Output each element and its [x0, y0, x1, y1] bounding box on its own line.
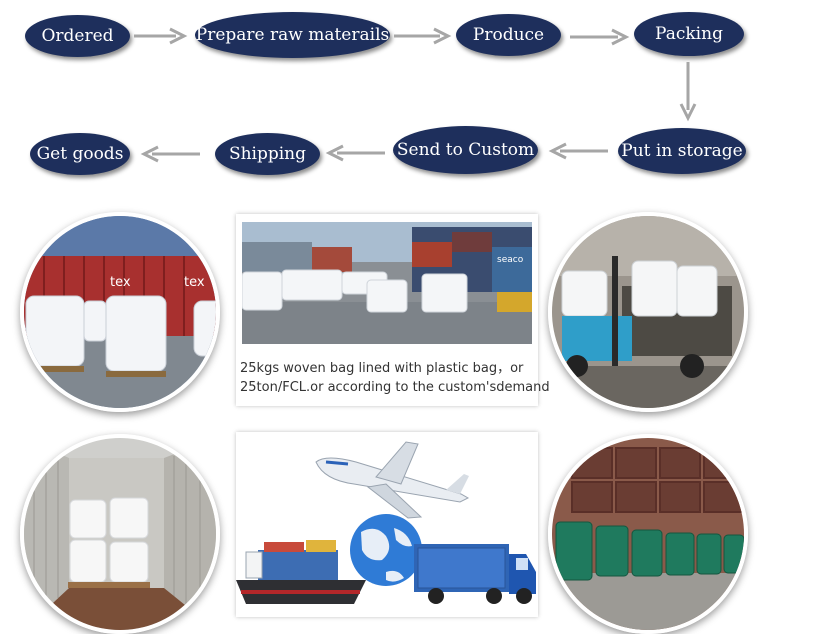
logistics-panel — [236, 432, 538, 617]
photo-bags-port-yard: seaco — [242, 222, 532, 344]
step-ordered-label: Ordered — [41, 26, 114, 46]
truck-icon — [414, 544, 536, 604]
arrow-down-icon — [679, 62, 697, 122]
step-shipping-label: Shipping — [228, 144, 307, 164]
arrow-left-icon — [548, 142, 608, 160]
step-packing: Packing — [634, 12, 744, 56]
cargo-ship-icon — [236, 540, 366, 604]
step-get-goods-label: Get goods — [36, 144, 124, 164]
arrow-right-icon — [570, 28, 630, 46]
step-ordered: Ordered — [25, 15, 130, 57]
step-packing-label: Packing — [655, 24, 723, 44]
step-produce: Produce — [456, 14, 561, 56]
packaging-caption-line2: 25ton/FCL.or according to the custom'sde… — [240, 380, 550, 395]
arrow-right-icon — [394, 27, 452, 45]
packaging-caption-line1: 25kgs woven bag lined with plastic bag，o… — [240, 361, 524, 376]
step-get-goods: Get goods — [30, 133, 130, 175]
packaging-panel: seaco 25kgs woven bag lined with plastic… — [236, 214, 550, 406]
photo-forklift-truck — [548, 212, 748, 412]
step-prepare-label: Prepare raw materails — [195, 25, 390, 45]
photo-green-drums — [548, 434, 748, 634]
arrow-right-icon — [134, 27, 188, 45]
airplane-icon — [315, 441, 470, 519]
step-put-in-storage: Put in storage — [618, 128, 746, 174]
step-prepare-raw-materials: Prepare raw materails — [195, 12, 390, 58]
container-logo-text-3: seaco — [497, 255, 524, 265]
container-logo-text-2: tex — [184, 275, 205, 290]
arrow-left-icon — [140, 145, 200, 163]
arrow-left-icon — [325, 144, 385, 162]
photo-container-interior — [20, 434, 220, 634]
logistics-illustration — [236, 441, 536, 604]
step-storage-label: Put in storage — [621, 141, 743, 161]
globe-icon — [350, 514, 422, 586]
photo-bags-container-yard: tex tex — [20, 212, 220, 412]
step-shipping: Shipping — [215, 133, 320, 175]
step-produce-label: Produce — [472, 25, 545, 45]
step-custom-label: Send to Custom — [396, 140, 535, 160]
step-send-to-custom: Send to Custom — [393, 126, 538, 174]
container-logo-text-1: tex — [110, 275, 131, 290]
